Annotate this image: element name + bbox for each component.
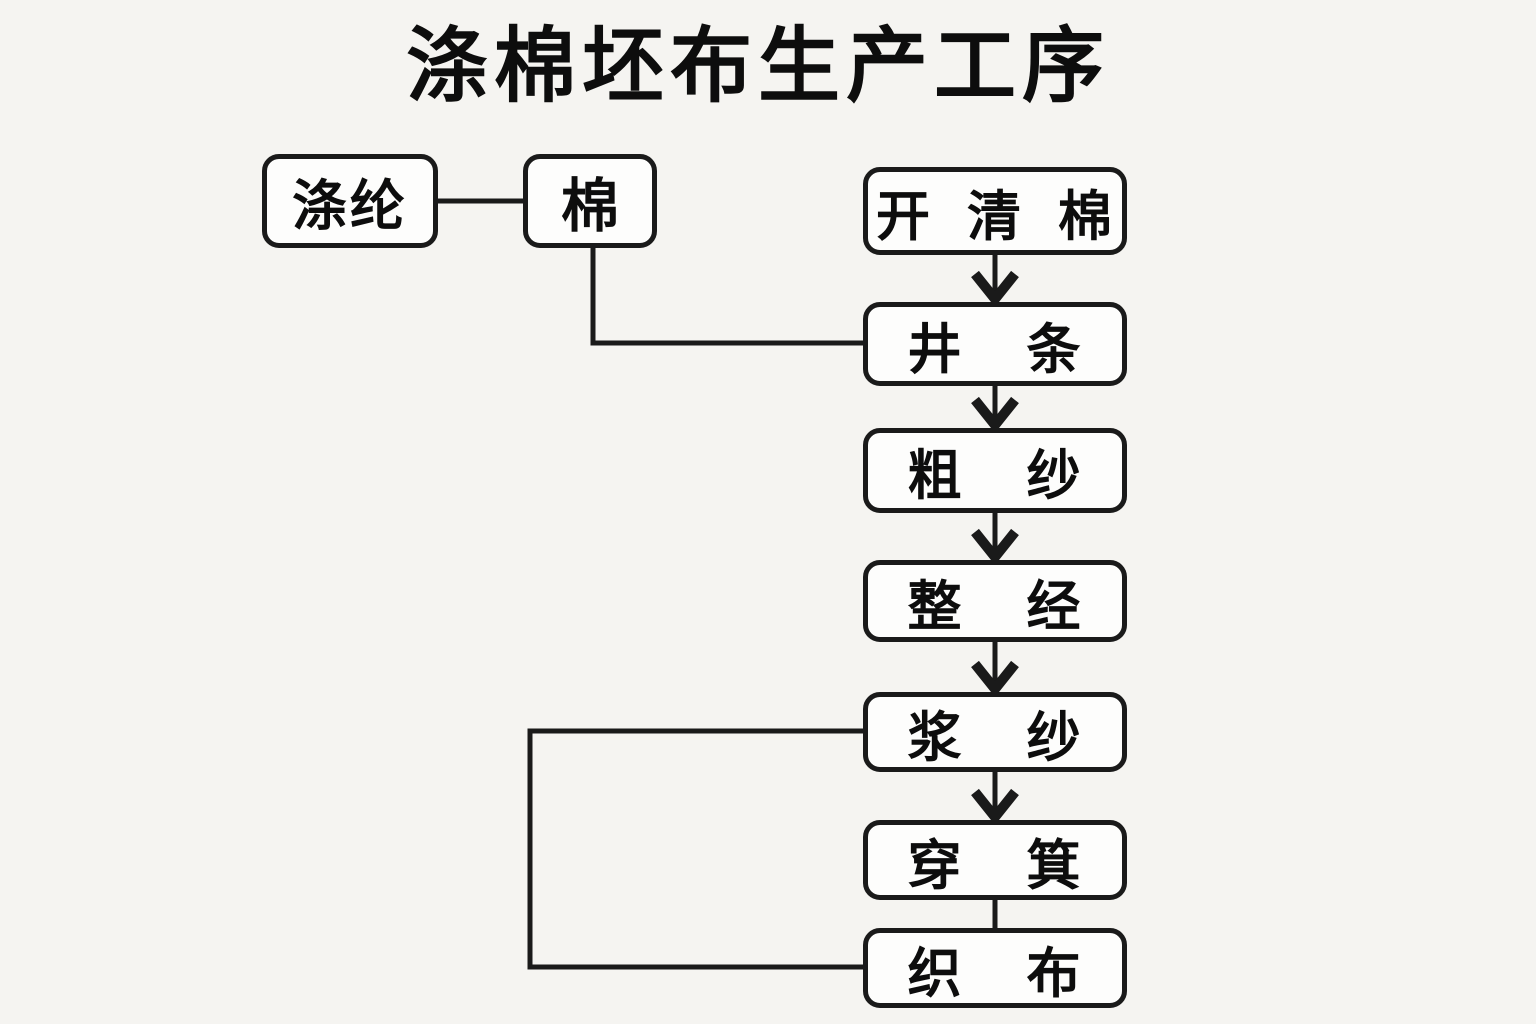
flow-node-label: 织 布 [907,943,1083,1004]
arrowhead-down-icon [971,528,1019,566]
flow-node-label: 整 经 [907,576,1083,637]
edge-cotton-drawing [590,248,863,346]
flow-node-sizing: 浆 纱 [863,692,1127,772]
flow-node-polyester: 涤纶 [262,154,438,248]
flow-node-weaving: 织 布 [863,928,1127,1008]
flow-node-opening-cleaning: 开 清 棉 [863,167,1127,255]
flow-node-drawing-in: 穿 箕 [863,820,1127,900]
arrowhead-down-icon [971,660,1019,698]
flow-node-label: 开 清 棉 [875,186,1114,247]
flow-node-label: 穿 箕 [907,835,1083,896]
flow-node-label: 涤纶 [291,175,408,237]
diagram-title: 涤棉坯布生产工序 [405,21,1110,112]
flow-node-label: 棉 [560,174,619,239]
arrowhead-down-icon [971,788,1019,826]
arrowhead-down-icon [971,396,1019,434]
flow-node-roving: 粗 纱 [863,428,1127,513]
flow-node-cotton: 棉 [523,154,657,248]
flow-node-label: 粗 纱 [907,446,1083,506]
edge-sizing-weaving-loop [527,728,863,970]
flow-node-warping: 整 经 [863,560,1127,642]
arrowhead-down-icon [971,270,1019,308]
flow-node-label: 浆 纱 [907,707,1083,768]
flow-node-label: 井 条 [907,319,1083,380]
flow-node-drawing: 井 条 [863,302,1127,386]
